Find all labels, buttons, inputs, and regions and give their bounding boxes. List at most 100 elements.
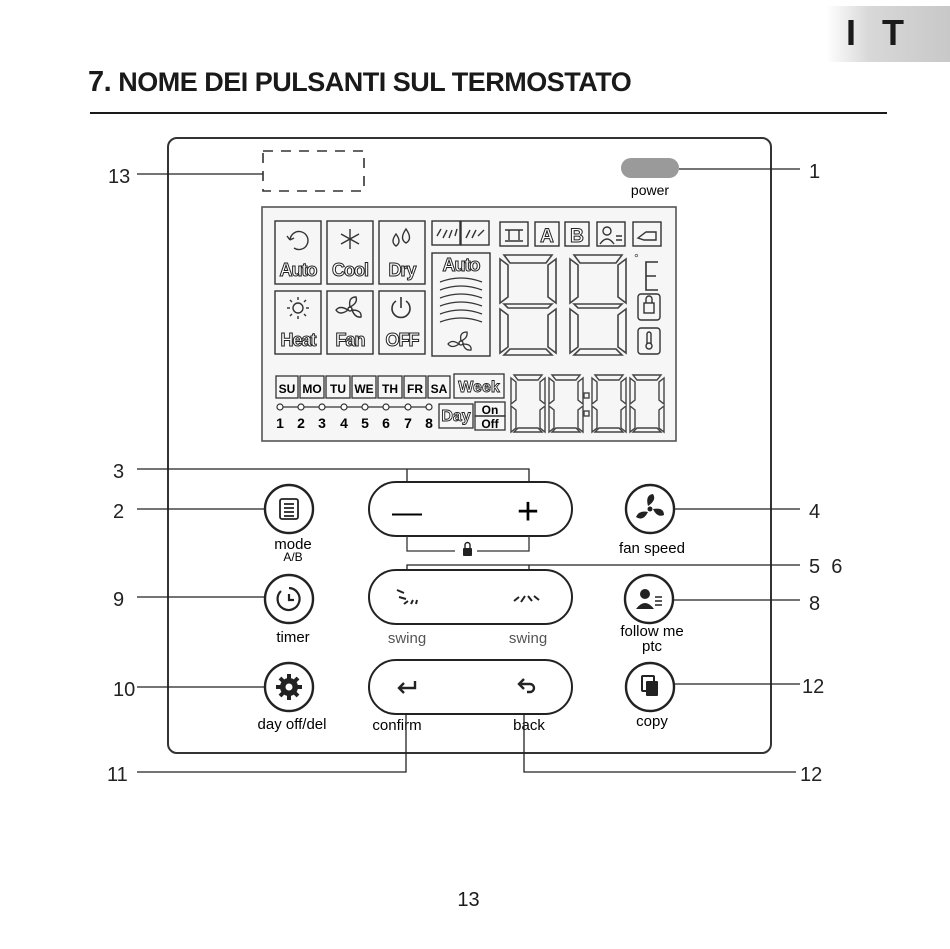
temperature-digits [499,254,627,356]
copy-label: copy [636,713,668,730]
thermometer-icon [637,327,661,355]
snowflake-icon [340,229,360,249]
gear-icon [276,674,302,700]
callout-2: 2 [113,501,124,523]
day-box [438,403,474,429]
timer-slot-5: 5 [361,415,369,431]
language-tab [826,6,950,62]
swing-left-label: swing [388,630,426,647]
confirm-icon[interactable] [397,681,417,694]
follow-me-label: follow me [620,623,683,640]
temp-degree-label: ° [634,251,639,265]
swing-button[interactable] [368,569,573,625]
mode-icon [279,498,299,520]
callout-line-10 [137,714,407,773]
callout-line-5-6 [406,564,800,570]
day-sa: SA [431,382,448,396]
back-label: back [513,717,545,734]
callout-10: 11 [107,764,128,786]
fan-auto-label: Auto [443,255,481,275]
droplet-icon [392,227,411,247]
mode-button[interactable] [263,483,315,535]
callout-1: 1 [809,161,820,183]
clock-digits [510,374,665,434]
off-label: Off [481,417,499,431]
day-th: TH [382,382,398,396]
timer-slot-6: 6 [382,415,390,431]
swing-horizontal-indicator [460,220,490,246]
callout-line-11 [523,714,796,773]
mode-label-fan: Fan [335,330,364,350]
timer-slot-2: 2 [297,415,305,431]
mode-sublabel: A/B [283,550,302,564]
section-title-text: NOME DEI PULSANTI SUL TERMOSTATO [118,67,632,97]
mode-label-dry: Dry [388,260,416,280]
mode-label: mode [274,536,312,553]
callout-line-3 [137,468,530,482]
fan-level-bars [439,277,483,323]
hand-indicator [632,221,662,247]
timer-slot-1: 1 [276,415,284,431]
day-tu: TU [330,382,346,396]
timer-slot-7: 7 [404,415,412,431]
power-led[interactable] [621,158,679,178]
day-su: SU [279,382,296,396]
follow-me-icon [636,589,662,609]
indicator-b [564,221,590,247]
temperature-button[interactable] [368,481,573,537]
mode-tile-auto [274,220,322,285]
fan-speed-icon [636,494,664,519]
section-number: 7. [88,66,112,98]
fan-small-icon [447,331,472,351]
fan-speed-label: fan speed [619,540,685,557]
swing-vertical-icon[interactable] [396,589,418,605]
fan-icon [335,296,362,318]
week-box [453,373,505,399]
timer-slot-dots [276,403,433,411]
mode-tile-fan [326,290,374,355]
follow-me-button[interactable] [623,573,675,625]
plus-button-label[interactable]: + [517,491,539,533]
timer-label: timer [276,629,309,646]
day-box-sa [427,375,451,399]
day-we: WE [354,382,373,396]
swing-right-label: swing [509,630,547,647]
day-fr: FR [407,382,423,396]
lock-small-icon [463,541,472,556]
swing-horizontal-icon[interactable] [513,595,540,603]
day-box-fr [403,375,427,399]
timer-slot-8: 8 [425,415,433,431]
power-off-icon [391,297,411,319]
callout-11: 12 [800,764,822,786]
on-label: On [482,403,499,417]
copy-icon [641,675,658,696]
mode-label-heat: Heat [280,330,316,350]
indicator-a-label: A [540,226,554,247]
lock-icon [637,293,661,321]
fan-level-box [431,252,491,357]
callout-3: 3 [113,461,124,483]
language-label: I T [846,12,912,53]
follow-me-indicator [596,221,626,247]
confirm-label: confirm [372,717,421,734]
day-box-su [275,375,299,399]
back-icon[interactable] [517,678,536,694]
lcd-indicators [431,220,662,247]
minus-button-label[interactable]: — [392,496,422,529]
mode-label-cool: Cool [332,260,368,280]
confirm-back-button[interactable] [368,659,573,715]
title-rule [90,112,887,114]
mode-label-auto: Auto [280,260,318,280]
callout-13: 13 [108,166,130,188]
sun-icon [287,297,309,319]
day-off-label: day off/del [258,716,327,733]
callout-8: 9 [113,589,124,611]
power-label: power [631,182,669,198]
mode-tiles: Auto Cool Dry Heat Fan OFF [274,220,426,355]
temp-unit-glyph [645,261,658,291]
auto-icon [286,230,309,251]
day-box-tu [325,375,351,399]
callout-4: 4 [809,501,820,523]
day-mo: MO [302,382,321,396]
